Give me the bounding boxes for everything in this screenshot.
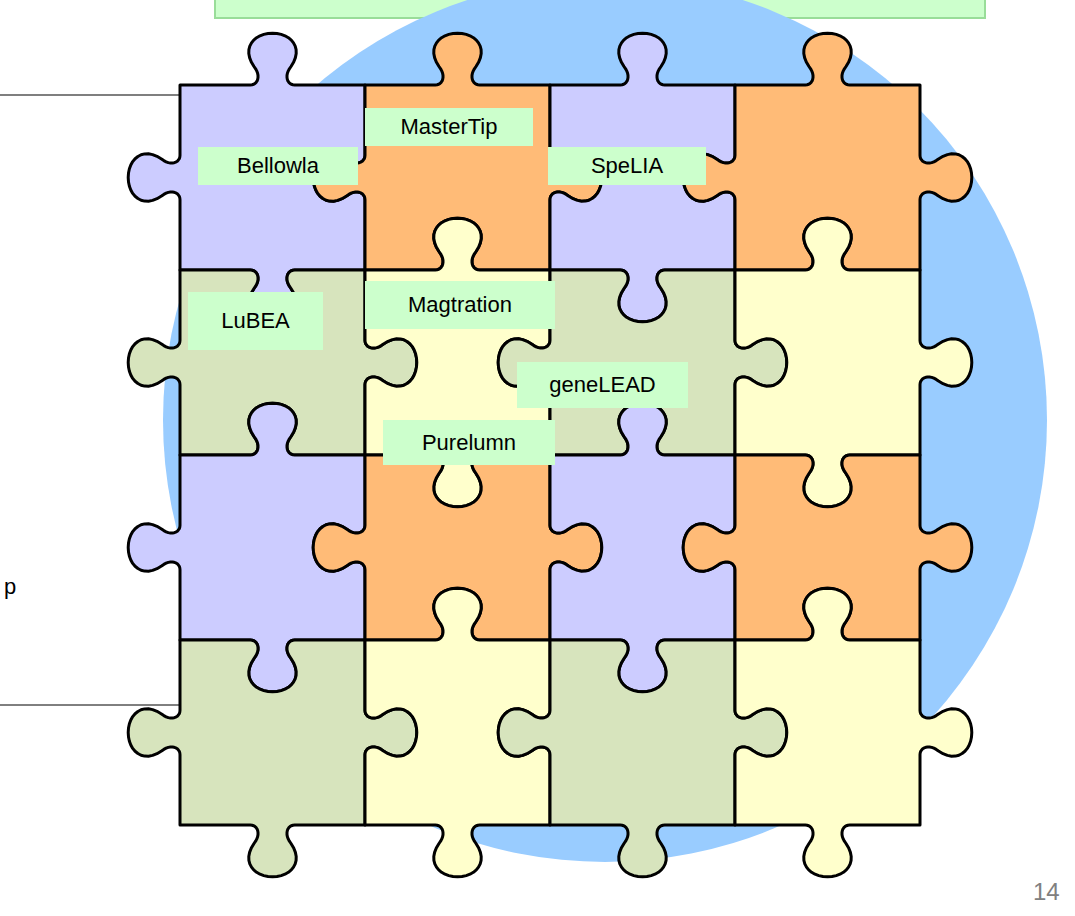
name-tag: Bellowla — [198, 147, 358, 185]
product-name: Purelumn — [422, 430, 516, 456]
product-name: LuBEA — [221, 308, 290, 334]
name-tag: Purelumn — [383, 420, 555, 465]
name-tag: MasterTip — [365, 108, 533, 146]
product-name: Magtration — [408, 292, 512, 318]
name-tag: Magtration — [365, 281, 555, 329]
product-name: Bellowla — [237, 153, 319, 179]
product-name: MasterTip — [401, 114, 498, 140]
product-name: geneLEAD — [549, 372, 655, 398]
name-tag: LuBEA — [188, 292, 323, 350]
name-tag: geneLEAD — [517, 362, 688, 408]
product-name: SpeLIA — [591, 153, 663, 179]
puzzle-pieces — [128, 33, 972, 877]
name-tag: SpeLIA — [548, 147, 706, 185]
cut-off-text: p — [4, 574, 16, 600]
puzzle-piece — [735, 588, 972, 877]
page-number: 14 — [1033, 878, 1060, 906]
